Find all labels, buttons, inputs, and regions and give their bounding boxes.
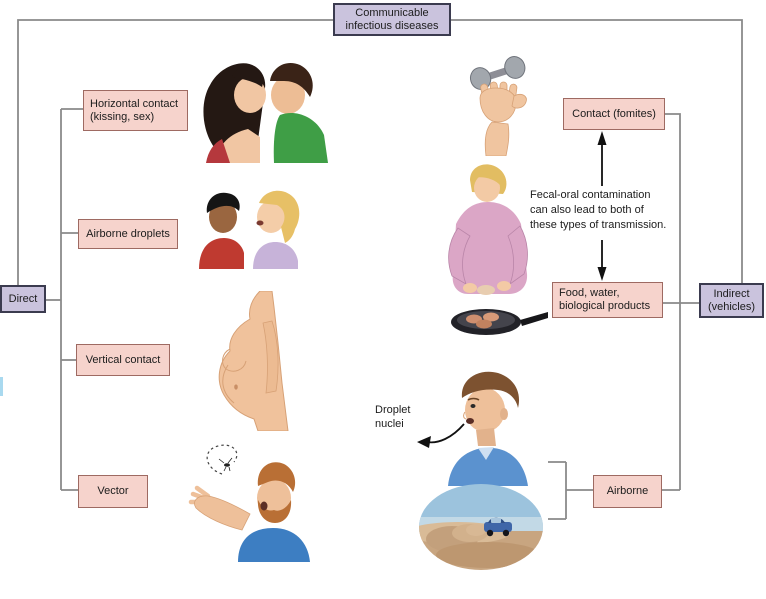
direct-box: Direct [0,285,46,313]
airborne-droplets-box: Airborne droplets [78,219,178,249]
airborne-box: Airborne [593,475,662,508]
vertical-contact-box: Vertical contact [76,344,170,376]
left-edge-mark [0,377,3,396]
root-box-communicable-diseases: Communicable infectious diseases [333,3,451,36]
man-with-mosquito-illustration [188,444,310,562]
contact-fomites-box: Contact (fomites) [563,98,665,130]
pregnant-woman-illustration [218,291,289,431]
droplet-nuclei-label: Droplet nuclei [375,404,411,430]
horizontal-contact-box: Horizontal contact (kissing, sex) [83,90,188,131]
food-water-box: Food, water, biological products [552,282,663,318]
talking-pair-illustration [199,190,300,269]
indirect-box: Indirect (vehicles) [699,283,764,318]
hand-with-dumbbell-illustration [469,56,527,156]
kissing-couple-illustration [203,62,328,163]
dust-cloud-car-illustration [419,484,543,570]
talking-man-illustration [448,371,528,486]
vector-box: Vector [78,475,148,508]
fecal-oral-note: Fecal-oral contamination can also lead t… [530,189,667,231]
